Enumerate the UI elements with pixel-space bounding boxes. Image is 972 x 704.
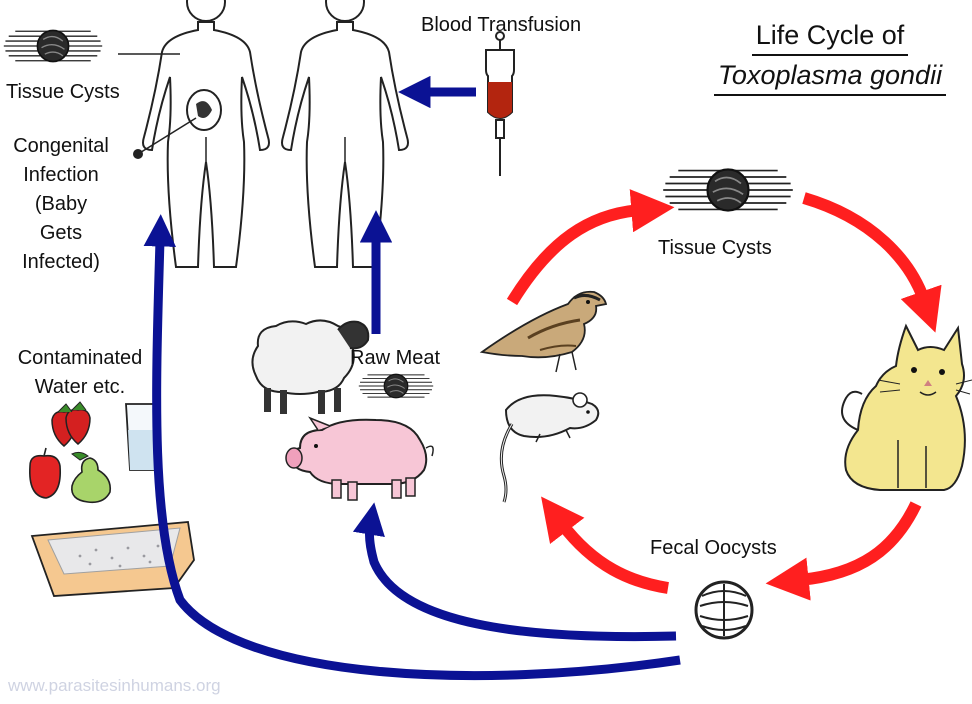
- contaminated-water-label: Contaminated Water etc.: [0, 344, 160, 402]
- congenital-line-5: Infected): [22, 251, 100, 273]
- sheep-icon: [251, 319, 370, 414]
- congenital-line-1: Congenital: [13, 135, 109, 157]
- contaminated-line-1: Contaminated: [17, 347, 143, 369]
- congenital-line-4: Gets: [39, 222, 83, 244]
- contaminated-line-2: Water etc.: [34, 376, 126, 398]
- website-watermark: www.parasitesinhumans.org: [8, 676, 221, 695]
- raw-meat-label: Raw Meat: [350, 347, 441, 369]
- raw-meat-cyst-icon: [358, 373, 434, 399]
- tissue-cysts-human-label: Tissue Cysts: [6, 81, 120, 103]
- contaminated-water-arrow: [143, 214, 681, 681]
- congenital-line-3: (Baby: [34, 193, 88, 215]
- diagram-title: Life Cycle of Toxoplasma gondii: [690, 16, 970, 96]
- title-line-1: Life Cycle of: [751, 16, 909, 56]
- congenital-infection-label: Congenital Infection (Baby Gets Infected…: [0, 132, 122, 277]
- oocyst-icon: [694, 580, 754, 640]
- congenital-leader-line: [137, 117, 197, 155]
- cycle-arrow-to-intermediate-hosts: [541, 496, 669, 594]
- fecal-oocysts-label: Fecal Oocysts: [650, 537, 777, 559]
- bird-icon: [479, 290, 608, 373]
- cat-icon: [841, 323, 972, 491]
- title-line-2: Toxoplasma gondii: [713, 56, 947, 96]
- blood-bag-icon: [485, 31, 515, 176]
- tissue-cyst-icon: [2, 29, 104, 63]
- blood-transfusion-label: Blood Transfusion: [421, 14, 582, 36]
- oocyst-to-livestock-arrow: [352, 502, 677, 642]
- tissue-cysts-cycle-label: Tissue Cysts: [658, 237, 772, 259]
- litter-box-icon: [30, 521, 195, 597]
- tissue-cyst-cycle-icon: [662, 168, 794, 212]
- mouse-icon: [499, 392, 600, 503]
- congenital-pointer-dot: [133, 149, 143, 159]
- pig-icon: [285, 416, 434, 501]
- human-mother-figure: [142, 0, 270, 268]
- strawberry-icon: [51, 401, 91, 447]
- congenital-line-2: Infection: [23, 164, 99, 186]
- cycle-arrow-to-tissue-cysts: [506, 189, 675, 306]
- cycle-arrow-to-oocysts: [765, 501, 922, 601]
- cycle-arrow-to-cat: [802, 192, 942, 333]
- apple-icon: [29, 447, 62, 499]
- pear-icon: [71, 451, 112, 504]
- human-recipient-figure: [281, 0, 409, 268]
